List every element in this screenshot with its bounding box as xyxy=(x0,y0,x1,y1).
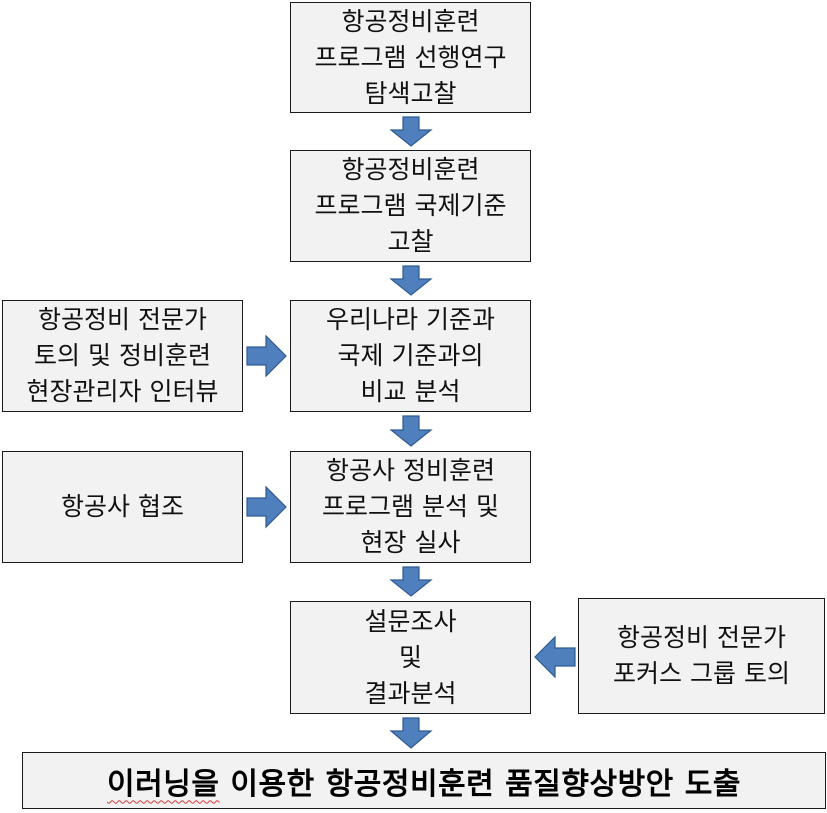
step-1-line-2: 프로그램 선행연구 xyxy=(314,42,507,72)
step-1-line-3: 탐색고찰 xyxy=(364,78,457,108)
step-3-line-2: 국제 기준과의 xyxy=(337,341,484,370)
right-arrow-icon xyxy=(246,334,287,378)
step-2-line-1: 항공정비훈련 xyxy=(341,155,480,184)
down-arrow-icon xyxy=(389,566,433,597)
step-1-box: 항공정비훈련 프로그램 선행연구 탐색고찰 xyxy=(290,2,531,113)
result-word-underlined: 이러닝을 xyxy=(107,766,220,802)
step-4-line-2: 프로그램 분석 및 xyxy=(322,492,499,521)
interview-line-2: 토의 및 정비훈련 xyxy=(34,341,211,370)
down-arrow-icon xyxy=(389,116,433,147)
left-arrow-icon xyxy=(534,635,576,679)
step-4-line-3: 현장 실사 xyxy=(360,528,461,557)
airline-line-1: 항공사 협조 xyxy=(61,492,184,521)
step-3-box: 우리나라 기준과 국제 기준과의 비교 분석 xyxy=(290,300,531,412)
step-2-line-2: 프로그램 국제기준 xyxy=(314,191,507,220)
result-box: 이러닝을 이용한 항공정비훈련 품질향상방안 도출 xyxy=(22,752,826,809)
step-5-line-2: 및 xyxy=(398,642,422,672)
interview-line-3: 현장관리자 인터뷰 xyxy=(26,377,219,406)
focus-group-input-box: 항공정비 전문가 포커스 그룹 토의 xyxy=(578,598,825,714)
step-1-line-1: 항공정비훈련 xyxy=(341,6,480,36)
step-2-line-3: 고찰 xyxy=(387,227,434,256)
down-arrow-icon xyxy=(389,717,433,749)
step-3-line-3: 비교 분석 xyxy=(360,377,461,406)
step-4-box: 항공사 정비훈련 프로그램 분석 및 현장 실사 xyxy=(290,451,531,563)
airline-input-box: 항공사 협조 xyxy=(2,451,243,563)
interview-input-box: 항공정비 전문가 토의 및 정비훈련 현장관리자 인터뷰 xyxy=(2,300,243,412)
step-5-box: 설문조사 및 결과분석 xyxy=(290,601,531,714)
focus-group-line-1: 항공정비 전문가 xyxy=(617,623,786,652)
right-arrow-icon xyxy=(246,485,287,529)
step-3-line-1: 우리나라 기준과 xyxy=(326,305,495,334)
down-arrow-icon xyxy=(389,415,433,447)
down-arrow-icon xyxy=(389,265,433,296)
step-2-box: 항공정비훈련 프로그램 국제기준 고찰 xyxy=(290,150,531,262)
focus-group-line-2: 포커스 그룹 토의 xyxy=(613,659,790,688)
result-text: 이용한 항공정비훈련 품질향상방안 도출 xyxy=(219,766,741,802)
step-5-line-1: 설문조사 xyxy=(364,606,457,636)
interview-line-1: 항공정비 전문가 xyxy=(38,305,207,334)
step-5-line-3: 결과분석 xyxy=(364,678,457,708)
step-4-line-1: 항공사 정비훈련 xyxy=(326,456,495,485)
